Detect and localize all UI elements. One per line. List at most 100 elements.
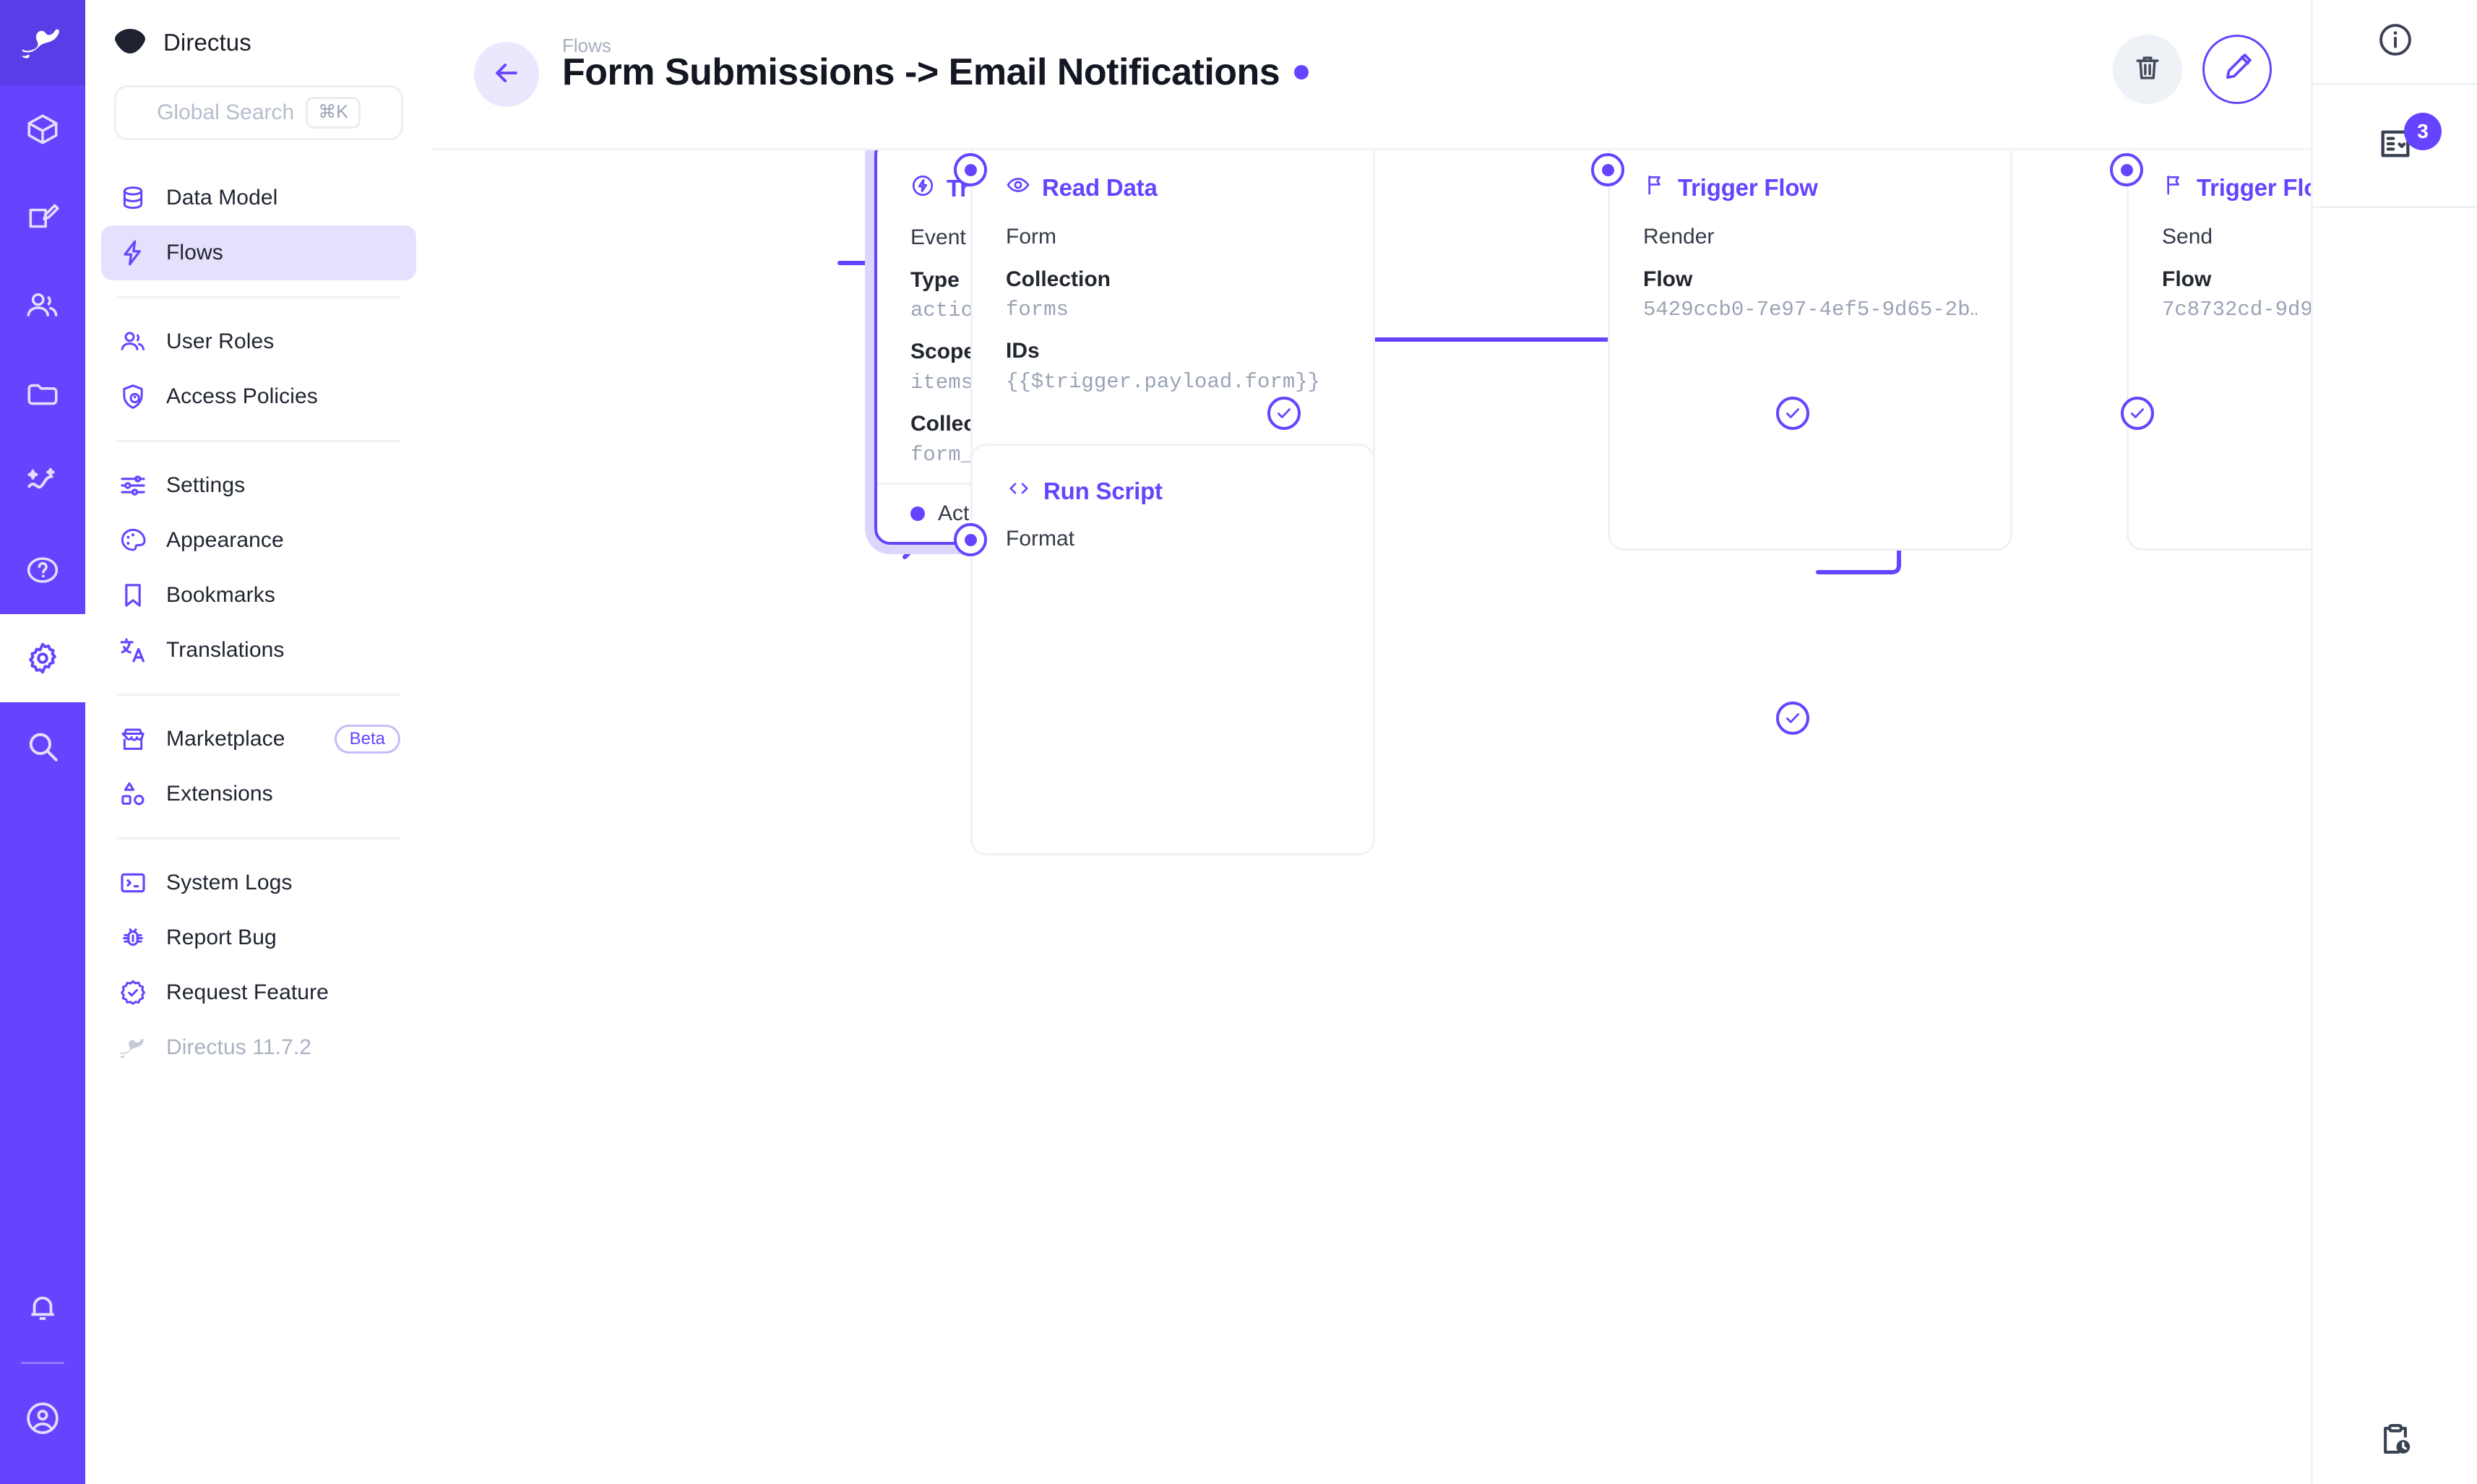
beta-badge: Beta [334,725,400,754]
flow-canvas[interactable]: Trigger Event Hook Type action Scope ite… [432,150,2311,1484]
trigger-bolt-icon [910,173,935,204]
sidebar-item-report-bug[interactable]: Report Bug [101,910,416,965]
account-button[interactable] [0,1374,85,1462]
search-shortcut: ⌘K [306,97,361,129]
flow-node-run-script[interactable]: Run Script Format [970,444,1375,855]
port-trigger-flow-render-input[interactable] [1591,153,1624,186]
module-insights[interactable] [0,438,85,526]
divider [117,296,400,298]
sidebar-item-data-model[interactable]: Data Model [101,171,416,225]
sidebar-item-label: Marketplace [166,727,285,751]
sidebar-item-version: Directus 11.7.2 [101,1020,416,1075]
arrow-left-icon [491,57,522,92]
flow-node-trigger-flow-send[interactable]: Trigger Flow Send Flow 7c8732cd-9d9e-44b… [2127,150,2311,551]
bell-icon [25,1290,61,1326]
port-run-script-success[interactable] [1776,702,1809,735]
page-header: Flows Form Submissions -> Email Notifica… [432,0,2311,150]
module-bar [0,0,85,1484]
sidebar-item-bookmarks[interactable]: Bookmarks [101,568,416,623]
flag-icon [1643,173,1666,203]
clipboard-clock-icon [2377,1421,2414,1462]
logs-badge: 3 [2404,113,2442,150]
directus-logo-icon [113,26,147,60]
page-title: Form Submissions -> Email Notifications [562,51,1280,93]
activity-button[interactable] [2313,1399,2477,1484]
port-trigger-flow-send-input[interactable] [2110,153,2143,186]
notifications-button[interactable] [0,1264,85,1352]
info-button[interactable] [2313,0,2477,85]
store-icon [117,723,149,755]
module-box[interactable] [0,85,85,173]
sidebar-item-flows[interactable]: Flows [101,225,416,280]
module-editor[interactable] [0,173,85,262]
sidebar-item-label: Translations [166,638,285,662]
sidebar-item-label: Directus 11.7.2 [166,1035,312,1059]
node-field-value: 5429ccb0-7e97-4ef5-9d65-2b… [1643,298,1977,322]
node-title: Trigger Flow [2162,173,2311,203]
module-files[interactable] [0,350,85,438]
divider [117,440,400,442]
node-title: Run Script [1006,478,1340,505]
pencil-icon [2221,52,2253,87]
user-circle-icon [24,1399,61,1437]
module-search[interactable] [0,702,85,790]
users-icon [25,288,61,324]
content-area: Flows Form Submissions -> Email Notifica… [432,0,2311,1484]
sidebar-item-marketplace[interactable]: Marketplace Beta [101,712,416,767]
back-button[interactable] [474,42,539,107]
node-field-key: IDs [1006,339,1040,363]
breadcrumb[interactable]: Flows [562,35,611,56]
module-settings[interactable] [0,614,85,702]
sidebar-item-label: Data Model [166,186,278,210]
node-title-text: Trigger Flow [1678,174,1818,201]
database-icon [117,182,149,214]
port-trigger-flow-render-success[interactable] [2121,397,2154,430]
sidebar-item-access-policies[interactable]: Access Policies [101,369,416,424]
sidebar-item-label: Extensions [166,782,273,806]
search-placeholder: Global Search [157,100,295,124]
nav-sidebar: Directus Global Search ⌘K Data Model [85,0,432,1484]
logs-button[interactable]: 3 [2313,85,2477,208]
directus-rabbit-icon[interactable] [0,0,85,85]
terminal-icon [117,867,149,899]
flow-node-trigger-flow-render[interactable]: Trigger Flow Render Flow 5429ccb0-7e97-4… [1608,150,2012,551]
node-field-key: Collection [1006,267,1111,291]
sliders-icon [117,470,149,501]
sidebar-item-label: System Logs [166,871,293,894]
brand-name: Directus [163,29,251,56]
module-users[interactable] [0,262,85,350]
sidebar-item-settings[interactable]: Settings [101,458,416,513]
bookmark-icon [117,579,149,611]
port-run-script-input[interactable] [954,523,987,556]
box-icon [25,111,61,147]
bolt-icon [117,237,149,269]
palette-icon [117,525,149,556]
module-help[interactable] [0,526,85,614]
sidebar-item-label: Flows [166,241,223,264]
sidebar-item-extensions[interactable]: Extensions [101,767,416,821]
port-trigger-success[interactable] [1267,397,1301,430]
search-icon [25,728,61,764]
divider [117,694,400,696]
module-divider [21,1362,64,1364]
right-sidebar: 3 [2311,0,2477,1484]
port-read-data-success[interactable] [1776,397,1809,430]
sidebar-item-label: Appearance [166,528,284,552]
node-title: Trigger Flow [1643,173,1977,203]
node-field-key: Flow [1643,267,1693,291]
help-circle-icon [25,552,61,588]
delete-button[interactable] [2113,35,2182,104]
port-read-data-input[interactable] [954,153,987,186]
sidebar-item-label: Bookmarks [166,583,275,607]
search-input[interactable]: Global Search ⌘K [114,85,403,140]
sidebar-item-system-logs[interactable]: System Logs [101,855,416,910]
sidebar-item-appearance[interactable]: Appearance [101,513,416,568]
sidebar-item-request-feature[interactable]: Request Feature [101,965,416,1020]
trash-icon [2132,52,2163,87]
edit-button[interactable] [2202,35,2272,104]
node-field-value: forms [1006,298,1069,322]
sidebar-item-user-roles[interactable]: User Roles [101,314,416,369]
node-subtitle: Format [1006,527,1075,551]
sidebar-item-translations[interactable]: Translations [101,623,416,678]
sidebar-item-label: Report Bug [166,926,277,949]
